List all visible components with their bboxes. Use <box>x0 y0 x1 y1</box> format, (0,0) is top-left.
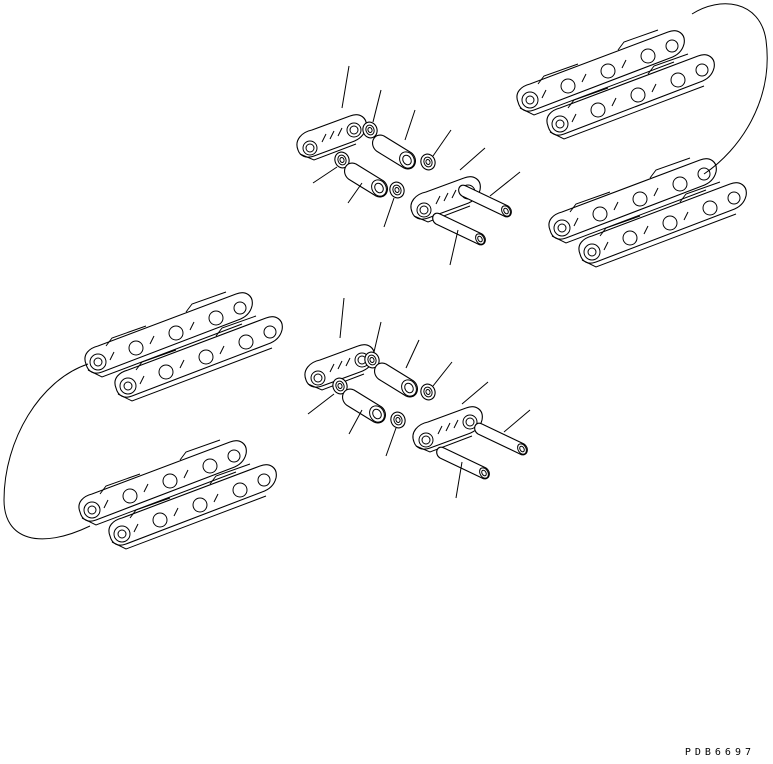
connector-curve-right <box>691 3 768 175</box>
drawing-code: PDB6697 <box>684 747 755 758</box>
upper-right-chain <box>517 3 768 267</box>
seal-upper-4 <box>387 179 407 201</box>
leader-lines-upper <box>312 65 521 266</box>
seal-lower-4 <box>388 409 408 431</box>
lower-exploded-group <box>304 297 531 499</box>
upper-exploded-group <box>296 65 521 266</box>
chain-section-top <box>85 292 282 401</box>
pin-lower-2 <box>436 446 491 481</box>
bushing-lower-1 <box>374 362 420 400</box>
seal-upper-2 <box>418 151 438 173</box>
link-upper-left <box>296 114 367 161</box>
leader-lines-lower <box>307 297 531 499</box>
seal-lower-2 <box>418 381 438 403</box>
bushing-upper-1 <box>372 134 418 172</box>
chain-section-top <box>517 30 714 139</box>
chain-section-bottom <box>79 440 276 549</box>
pin-upper-2 <box>432 212 487 247</box>
connector-curve-left <box>3 363 91 540</box>
link-lower-right <box>412 406 483 453</box>
pin-lower-1 <box>474 422 529 457</box>
bushing-lower-2 <box>342 388 388 426</box>
chain-section-bottom <box>549 158 746 267</box>
bushing-upper-2 <box>344 162 390 200</box>
lower-left-chain <box>3 292 282 549</box>
